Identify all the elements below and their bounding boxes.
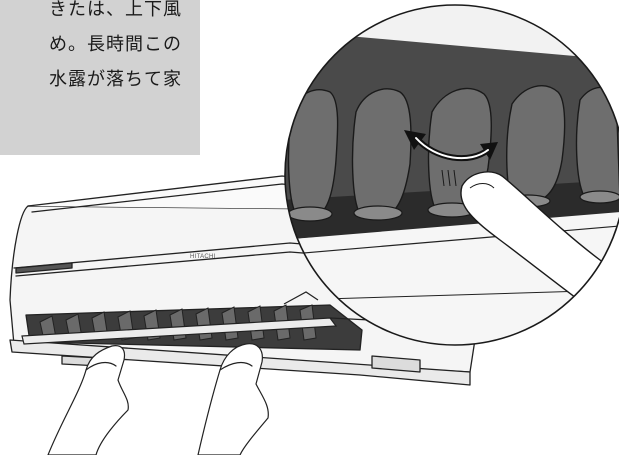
note-line-2: め。長時間この bbox=[49, 34, 182, 55]
magnifier-outline bbox=[284, 4, 619, 346]
note-line-3: 水露が落ちて家 bbox=[49, 69, 182, 90]
magnified-louvers bbox=[287, 85, 619, 215]
note-line-1: きたは、上下風 bbox=[49, 0, 182, 20]
magnified-view bbox=[285, 5, 619, 345]
note-text: きたは、上下風 め。長時間この 水露が落ちて家 bbox=[0, 0, 200, 120]
brand-logo-text: HITACHI bbox=[190, 254, 216, 260]
swing-arrow-icon bbox=[404, 130, 498, 162]
horizontal-flap bbox=[21, 317, 338, 345]
note-box: きたは、上下風 め。長時間この 水露が落ちて家 bbox=[0, 0, 200, 155]
hands-drawing bbox=[47, 343, 269, 455]
